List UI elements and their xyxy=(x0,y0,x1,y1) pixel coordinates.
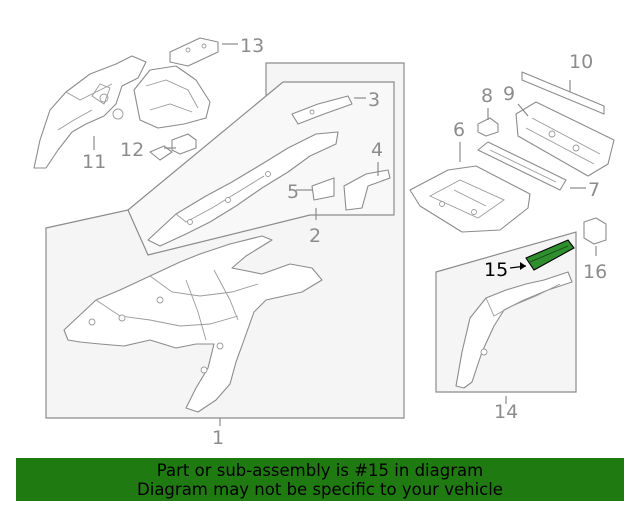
part-1-floor-frame xyxy=(63,235,323,413)
callout-12: 12 xyxy=(120,139,144,161)
callout-7: 7 xyxy=(588,179,600,201)
callout-16: 16 xyxy=(583,261,607,283)
callout-2: 2 xyxy=(309,225,321,247)
callout-4: 4 xyxy=(371,139,383,161)
part-10-crossmember xyxy=(521,71,605,115)
callout-14: 14 xyxy=(494,401,518,423)
callout-6: 6 xyxy=(453,119,465,141)
part-12-brackets xyxy=(149,133,197,161)
part-4-bracket xyxy=(343,169,391,211)
parts-diagram: 1 2 3 4 5 6 7 8 9 10 11 12 13 14 15 16 xyxy=(33,35,615,449)
part-15-highlighted xyxy=(525,239,575,271)
part-7-crossmember xyxy=(477,141,567,191)
callout-11: 11 xyxy=(82,151,106,173)
callout-10: 10 xyxy=(569,51,593,73)
part-6-floor-pan xyxy=(409,165,531,233)
callout-1: 1 xyxy=(212,427,224,449)
callout-3: 3 xyxy=(368,89,380,111)
part-13-bracket xyxy=(169,37,219,67)
banner-line-1: Part or sub-assembly is #15 in diagram xyxy=(156,461,484,480)
callout-9: 9 xyxy=(503,83,515,105)
banner-line-2: Diagram may not be specific to your vehi… xyxy=(137,480,503,499)
part-2-rail xyxy=(147,131,339,247)
part-3-plate xyxy=(291,95,353,125)
part-8-clip xyxy=(477,117,499,137)
part-wheelhouse-outer xyxy=(133,65,211,129)
callout-8: 8 xyxy=(481,85,493,107)
callout-5: 5 xyxy=(287,181,299,203)
callout-13: 13 xyxy=(240,35,264,57)
part-14-reinforcement xyxy=(455,271,573,389)
callout-15: 15 xyxy=(484,259,508,281)
part-11-wheelhouse xyxy=(33,55,147,169)
leader-lines xyxy=(93,43,597,426)
part-16-clip xyxy=(583,217,607,245)
info-banner: Part or sub-assembly is #15 in diagram D… xyxy=(16,458,624,501)
part-9-floor-pan xyxy=(515,101,615,177)
part-5-bracket xyxy=(311,177,335,201)
